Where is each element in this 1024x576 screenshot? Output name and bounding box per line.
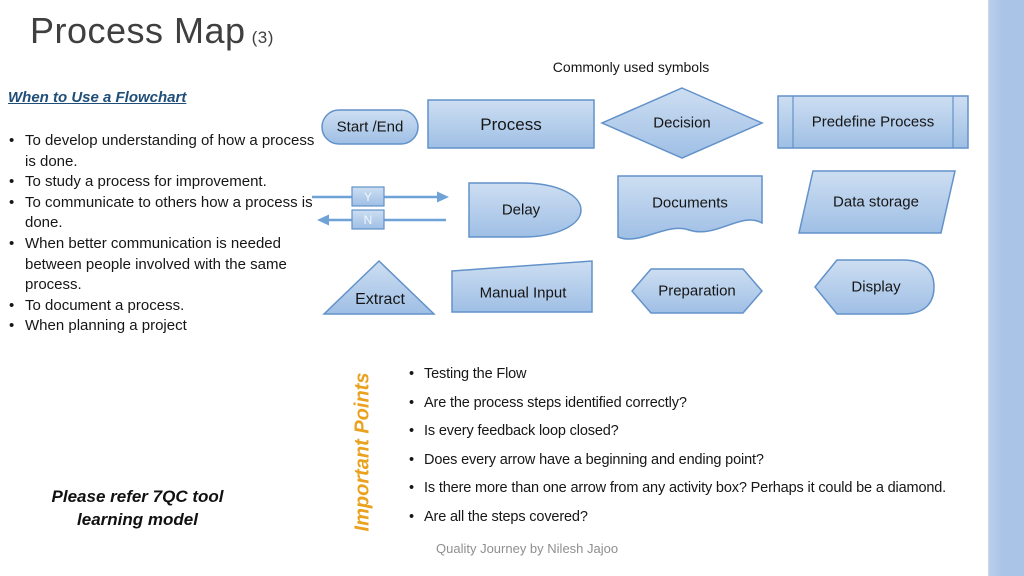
list-item: Is every feedback loop closed? [406,423,1006,439]
extract-label: Extract [355,291,405,308]
list-item: To study a process for improvement. [6,172,318,193]
data-storage-label: Data storage [833,193,919,211]
no-label: N [363,213,373,227]
when-to-use-heading: When to Use a Flowchart [8,89,187,106]
preparation-label: Preparation [658,282,736,300]
reference-note-line2: learning model [77,510,198,529]
footer-credit: Quality Journey by Nilesh Jajoo [436,541,619,556]
delay-label: Delay [501,201,541,219]
list-item: When better communication is needed betw… [6,234,318,296]
list-item: To develop understanding of how a proces… [6,131,318,172]
list-item: When planning a project [6,316,318,337]
list-item: Are all the steps covered? [406,509,1006,525]
start-end-label: Start /End [336,118,404,136]
symbols-caption: Commonly used symbols [552,59,710,75]
predefine-process-label: Predefine Process [811,113,935,131]
important-points-heading: Important Points [351,372,374,532]
decision-label: Decision [653,114,711,132]
important-points-list: Testing the Flow Are the process steps i… [406,366,1006,537]
no-arrow-head-icon [317,214,329,226]
list-item: Does every arrow have a beginning and en… [406,452,1006,468]
list-item: To document a process. [6,296,318,317]
reference-note-line1: Please refer 7QC tool [51,487,224,506]
list-item: Are the process steps identified correct… [406,395,1006,411]
documents-label: Documents [652,194,728,212]
page-title: Process Map (3) [30,10,274,52]
yes-arrow-head-icon [437,191,449,203]
list-item: Testing the Flow [406,366,1006,382]
right-accent-bar [988,0,1024,576]
title-suffix: (3) [251,28,274,47]
reference-note: Please refer 7QC tool learning model [40,485,235,531]
display-label: Display [851,278,901,296]
list-item: Is there more than one arrow from any ac… [406,480,1006,496]
when-to-use-list: To develop understanding of how a proces… [6,131,318,337]
yes-label: Y [363,190,373,204]
list-item: To communicate to others how a process i… [6,193,318,234]
title-text: Process Map [30,10,246,51]
process-label: Process [480,115,542,134]
manual-input-label: Manual Input [479,284,567,302]
